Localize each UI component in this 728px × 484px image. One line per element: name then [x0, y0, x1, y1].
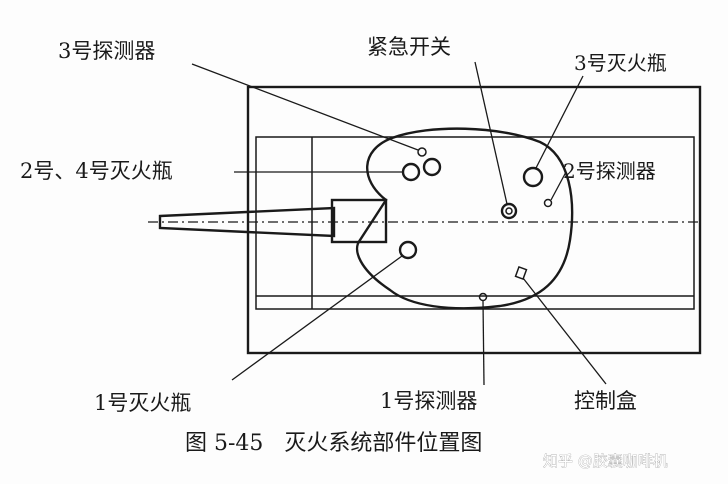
- extinguisher-3-symbol: [522, 166, 544, 188]
- leader-detector-1: [482, 300, 485, 386]
- label-detector-1: 1号探测器: [380, 389, 477, 413]
- watermark: 知乎 @胶囊咖啡机: [543, 452, 668, 470]
- emergency-switch-center: [505, 207, 513, 215]
- label-emergency-switch: 紧急开关: [367, 35, 451, 59]
- detector-1-symbol: [478, 292, 488, 302]
- components: [398, 147, 553, 302]
- gun-barrel-body: [158, 206, 336, 238]
- gun-barrel: [148, 198, 700, 244]
- detector-2-symbol: [543, 198, 553, 208]
- leader-emergency-switch: [474, 61, 508, 205]
- figure-caption: 图 5-45 灭火系统部件位置图: [185, 431, 482, 456]
- leader-extinguisher-3: [535, 75, 584, 169]
- turret-outline: [355, 127, 574, 310]
- emergency-switch-symbol: [500, 202, 518, 220]
- label-extinguisher-2-4: 2号、4号灭火瓶: [20, 159, 173, 183]
- hull-outer-rect: [246, 85, 702, 355]
- extinguisher-4-symbol: [422, 157, 442, 177]
- leader-control-box: [522, 277, 607, 385]
- leader-detector-2: [550, 171, 567, 201]
- leader-lines: [191, 61, 607, 386]
- extinguisher-1-symbol: [398, 240, 418, 260]
- label-detector-2: 2号探测器: [563, 159, 656, 183]
- leader-detector-3: [191, 63, 419, 151]
- hull-frame: [246, 85, 702, 355]
- detector-3-symbol: [417, 147, 427, 157]
- leader-extinguisher-1: [231, 255, 403, 381]
- gun-mantlet: [330, 198, 388, 244]
- control-box-symbol: [514, 265, 528, 281]
- label-control-box: 控制盒: [574, 389, 637, 413]
- label-extinguisher-1: 1号灭火瓶: [94, 391, 191, 415]
- label-extinguisher-3: 3号灭火瓶: [574, 51, 667, 75]
- label-detector-3: 3号探测器: [58, 39, 155, 63]
- extinguisher-2-symbol: [401, 162, 421, 182]
- labels: 3号探测器 紧急开关 3号灭火瓶 2号、4号灭火瓶 2号探测器 1号灭火瓶 1号…: [20, 35, 667, 415]
